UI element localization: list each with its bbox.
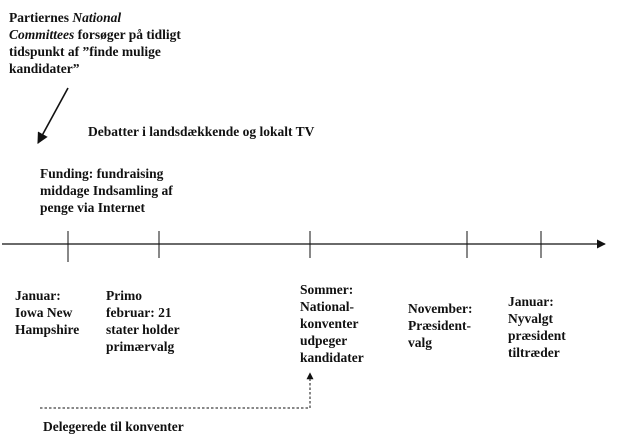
label-summer: Sommer: National-konventer udpeger kandidat… [300, 281, 364, 366]
timeline-label-line: Iowa New [15, 305, 73, 320]
timeline-label-line: November: [408, 301, 473, 316]
timeline-label-line: kandidater [300, 350, 364, 365]
committees-note-line: tidspunkt af ”finde mulige [9, 43, 181, 60]
timeline-label-line: Januar: [508, 294, 554, 309]
funding-note-line: penge via Internet [40, 200, 145, 215]
funding-note-line: Funding: fundraising [40, 166, 164, 181]
delegates-note: Delegerede til konventer [43, 419, 184, 434]
timeline-label-line: Primo [106, 288, 142, 303]
timeline-label-line: Præsident- [408, 318, 471, 333]
timeline-label-line: Nyvalgt [508, 311, 553, 326]
committees-arrow [37, 87, 69, 144]
timeline-label-line: konventer [300, 316, 359, 331]
timeline-label-line: valg [408, 335, 433, 350]
committees-note-text: forsøger på tidligt [74, 27, 181, 42]
committees-note-text: Partiernes [9, 10, 73, 25]
debates-note: Debatter i landsdækkende og lokalt TV [88, 124, 315, 139]
committees-note-text: National [72, 10, 122, 25]
label-feb: Primo februar: 21 stater holder primærvalg [106, 287, 180, 355]
delegates-connector [40, 372, 314, 409]
timeline-label-line: National- [300, 299, 354, 314]
timeline-label-line: stater holder [106, 322, 180, 337]
timeline-label-line: februar: 21 [106, 305, 172, 320]
timeline-label-line: primærvalg [106, 339, 175, 354]
committees-note-line: Committees forsøger på tidligt [9, 26, 181, 43]
timeline-label-line: udpeger [300, 333, 348, 348]
timeline-label-line: Sommer: [300, 282, 354, 297]
committees-note-text: kandidater” [9, 61, 80, 76]
funding-note-line: middage Indsamling af [40, 183, 173, 198]
committees-note-text: tidspunkt af ”finde mulige [9, 44, 161, 59]
timeline-label-line: præsident [508, 328, 566, 343]
timeline-label-line: tiltræder [508, 345, 560, 360]
committees-note-line: kandidater” [9, 60, 181, 77]
committees-note-text: Committees [9, 27, 75, 42]
committees-note-line: Partiernes National [9, 9, 181, 26]
label-jan2: Januar: Nyvalgt præsident tiltræder [508, 293, 566, 361]
funding-note: Funding: fundraising middage Indsamling a… [40, 165, 173, 216]
timeline-label-line: Hampshire [15, 322, 80, 337]
label-nov: November: Præsident-valg [408, 300, 472, 351]
timeline-label-line: Januar: [15, 288, 61, 303]
